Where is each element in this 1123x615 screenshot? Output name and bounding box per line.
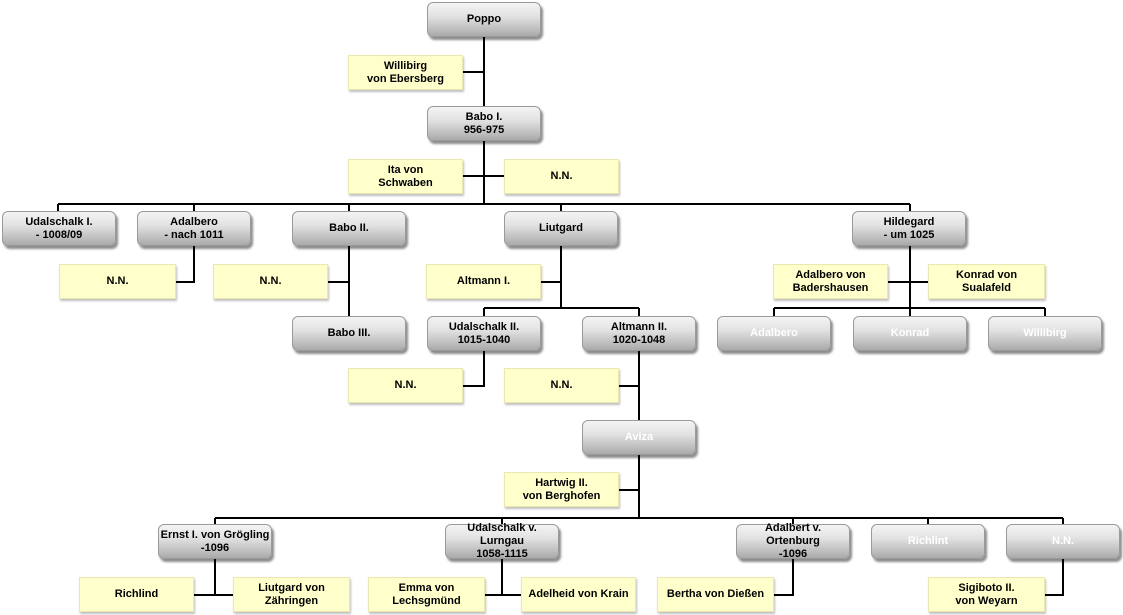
person-babo-iii: Babo III.	[292, 316, 406, 351]
spouse-altmann-i: Altmann I.	[426, 264, 541, 299]
spouse-konrad-von-sualafeld: Konrad von Sualafeld	[928, 264, 1045, 299]
spouse-adalbero-von-badershausen: Adalbero von Badershausen	[773, 264, 888, 299]
person-ernst-i-von-groegling: Ernst I. von Grögling -1096	[158, 524, 272, 559]
person-udalschalk-i: Udalschalk I. - 1008/09	[2, 211, 116, 246]
spouse-richlind: Richlind	[79, 577, 194, 612]
spouse-liutgard-von-zaehringen: Liutgard von Zähringen	[233, 577, 350, 612]
spouse-nn-babo-i: N.N.	[504, 159, 619, 194]
spouse-bertha-von-diessen: Bertha von Dießen	[657, 577, 774, 612]
connector-line	[463, 351, 485, 387]
person-altmann-ii: Altmann II. 1020-1048	[582, 316, 696, 351]
person-konrad: Konrad	[853, 316, 967, 351]
spouse-ita-von-schwaben: Ita von Schwaben	[348, 159, 463, 194]
person-babo-i: Babo I. 956-975	[427, 106, 541, 141]
person-aviza: Aviza	[582, 420, 696, 455]
connector-line	[1045, 559, 1064, 596]
person-willibirg: Willibirg	[988, 316, 1102, 351]
spouse-hartwig-ii-von-berghofen: Hartwig II. von Berghofen	[504, 472, 619, 507]
spouse-emma-von-lechsgmuend: Emma von Lechsgmünd	[368, 577, 485, 612]
spouse-nn-adalbero: N.N.	[59, 264, 176, 299]
spouse-adelheid-von-krain: Adelheid von Krain	[521, 577, 636, 612]
person-adalbero: Adalbero - nach 1011	[137, 211, 251, 246]
person-babo-ii: Babo II.	[292, 211, 406, 246]
connector-line	[774, 559, 794, 596]
spouse-nn-babo-ii: N.N.	[213, 264, 328, 299]
person-nn-child: N.N.	[1006, 524, 1120, 559]
spouse-nn-udalschalk-ii: N.N.	[348, 368, 463, 403]
person-udalschalk-v-lurngau: Udalschalk v. Lurngau 1058-1115	[445, 522, 559, 560]
person-adalbert-v-ortenburg: Adalbert v. Ortenburg -1096	[736, 522, 850, 560]
person-richlint: Richlint	[871, 524, 985, 559]
person-adalbero-hildegard-son: Adalbero	[717, 316, 831, 351]
person-udalschalk-ii: Udalschalk II. 1015-1040	[427, 316, 541, 351]
person-poppo: Poppo	[427, 2, 541, 37]
person-liutgard: Liutgard	[504, 211, 618, 246]
connector-line	[176, 246, 195, 283]
spouse-willibirg-von-ebersberg: Willibirg von Ebersberg	[348, 55, 463, 90]
spouse-nn-altmann-ii: N.N.	[504, 368, 619, 403]
spouse-sigiboto-ii-von-weyarn: Sigiboto II. von Weyarn	[928, 577, 1045, 612]
person-hildegard: Hildegard - um 1025	[852, 211, 966, 246]
